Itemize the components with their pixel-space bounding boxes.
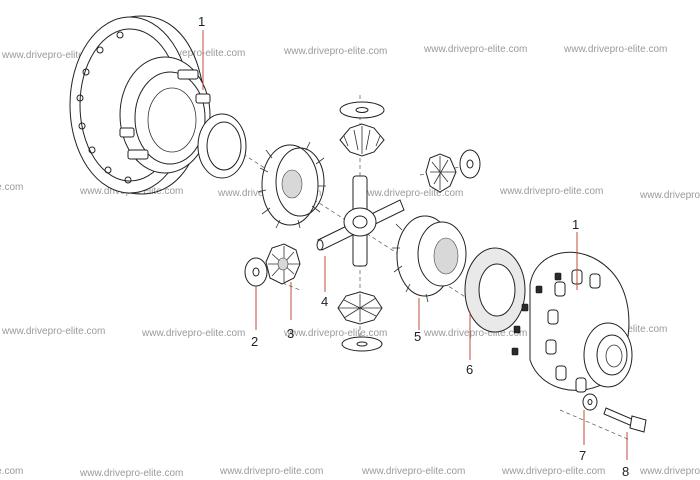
watermark: www.drivepro-elite.com	[359, 188, 463, 199]
callout-4: 4	[321, 294, 328, 309]
callout-labels: 1 1 2 3 4 5 6 7 8	[198, 14, 629, 479]
callout-leader-lines	[202, 30, 628, 460]
side-gear-left	[257, 141, 326, 229]
watermark: www.drivepro-elite.com	[283, 328, 387, 339]
pinion-gear-right	[425, 149, 481, 193]
watermark: www.drivepro-elite.com	[283, 46, 387, 57]
case-bolt-tips	[511, 272, 562, 356]
flange-bolt-holes	[76, 31, 132, 184]
side-gear-thrust-washer	[197, 113, 247, 179]
watermark: www.drivepro-elite.com	[79, 468, 183, 479]
differential-case-right-half	[511, 251, 633, 393]
pinion-gear-bottom	[337, 291, 383, 352]
callout-5: 5	[414, 329, 421, 344]
callout-1-top: 1	[198, 14, 205, 29]
pinion-thrust-washer-left	[244, 257, 268, 287]
callout-7: 7	[579, 448, 586, 463]
watermark: www.drivepro-elite.com	[0, 182, 23, 193]
pinion-cross-shaft	[316, 175, 405, 267]
differential-case-left-half	[69, 15, 211, 195]
bolt-washer	[582, 393, 598, 411]
watermark: www.drivepro-elite.com	[219, 466, 323, 477]
watermark: www.drivepro-elite.com	[141, 328, 245, 339]
watermark: www.drivepro-elite.com	[1, 326, 105, 337]
watermark: www.drivepro-elite.com	[499, 186, 603, 197]
pinion-gear-top	[339, 101, 385, 157]
watermark: www.drivepro-elite.com	[423, 44, 527, 55]
watermark: www.drivepro-elite.com	[639, 190, 700, 201]
watermark: www.drivepro-elite.com	[563, 44, 667, 55]
callout-6: 6	[466, 362, 473, 377]
callout-8: 8	[622, 464, 629, 479]
callout-1-right: 1	[572, 217, 579, 232]
watermark: www.drivepro-elite.com	[361, 466, 465, 477]
watermark: www.drivepro-elite.com	[1, 50, 105, 61]
clutch-friction-disc	[464, 247, 526, 333]
watermark: www.drivepro-elite.com	[501, 466, 605, 477]
callout-3: 3	[287, 326, 294, 341]
watermark: www.drivepro-elite.com	[423, 328, 527, 339]
side-gear-right	[392, 215, 467, 303]
watermark: www.drivepro-elite.com	[0, 466, 23, 477]
callout-2: 2	[251, 334, 258, 349]
case-bolt	[603, 407, 647, 433]
watermark: www.drivepro-elite.com	[639, 466, 700, 477]
pinion-gear-left	[265, 243, 301, 285]
